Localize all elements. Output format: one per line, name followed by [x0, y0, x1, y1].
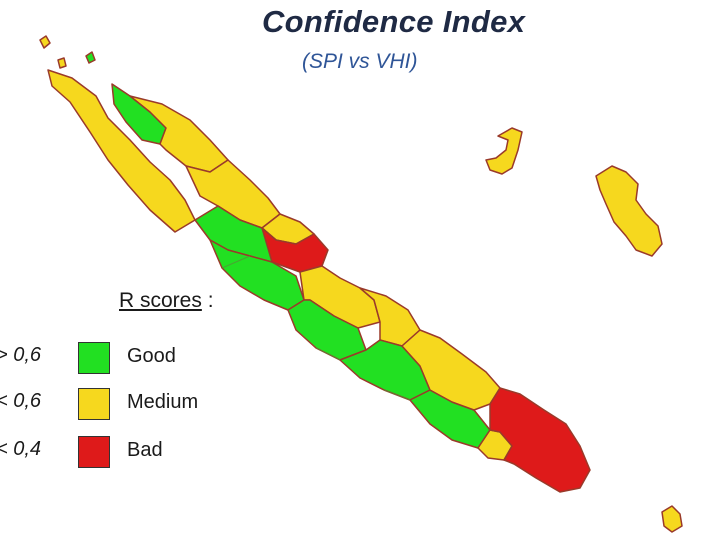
region-north-islet — [39, 35, 51, 49]
legend-swatch-good — [78, 342, 110, 374]
legend-title-suffix: : — [201, 289, 214, 312]
legend-title-text: R scores — [119, 289, 202, 312]
region-south-bad — [489, 387, 591, 493]
legend-swatch-bad — [78, 436, 110, 468]
map-title: Confidence Index — [262, 4, 526, 39]
legend-swatch-medium — [78, 388, 110, 420]
legend-title: R scores : — [119, 289, 214, 313]
legend-range-bad: < 0,4 — [0, 438, 42, 460]
legend-range-good: > 0,6 — [0, 344, 42, 366]
region-island-east — [595, 165, 663, 257]
map-subtitle: (SPI vs VHI) — [302, 50, 418, 73]
legend-range-medium: < 0,6 — [0, 390, 42, 412]
region-south-green-1 — [287, 299, 367, 361]
region-island-ring — [485, 127, 523, 175]
legend-label-bad: Bad — [127, 439, 163, 461]
region-center-bad — [261, 227, 329, 273]
region-north-islet-2 — [57, 57, 67, 69]
legend-label-medium: Medium — [127, 391, 199, 413]
legend-label-good: Good — [127, 345, 176, 367]
region-island-south — [661, 505, 683, 533]
region-north-islet-3 — [85, 51, 96, 64]
